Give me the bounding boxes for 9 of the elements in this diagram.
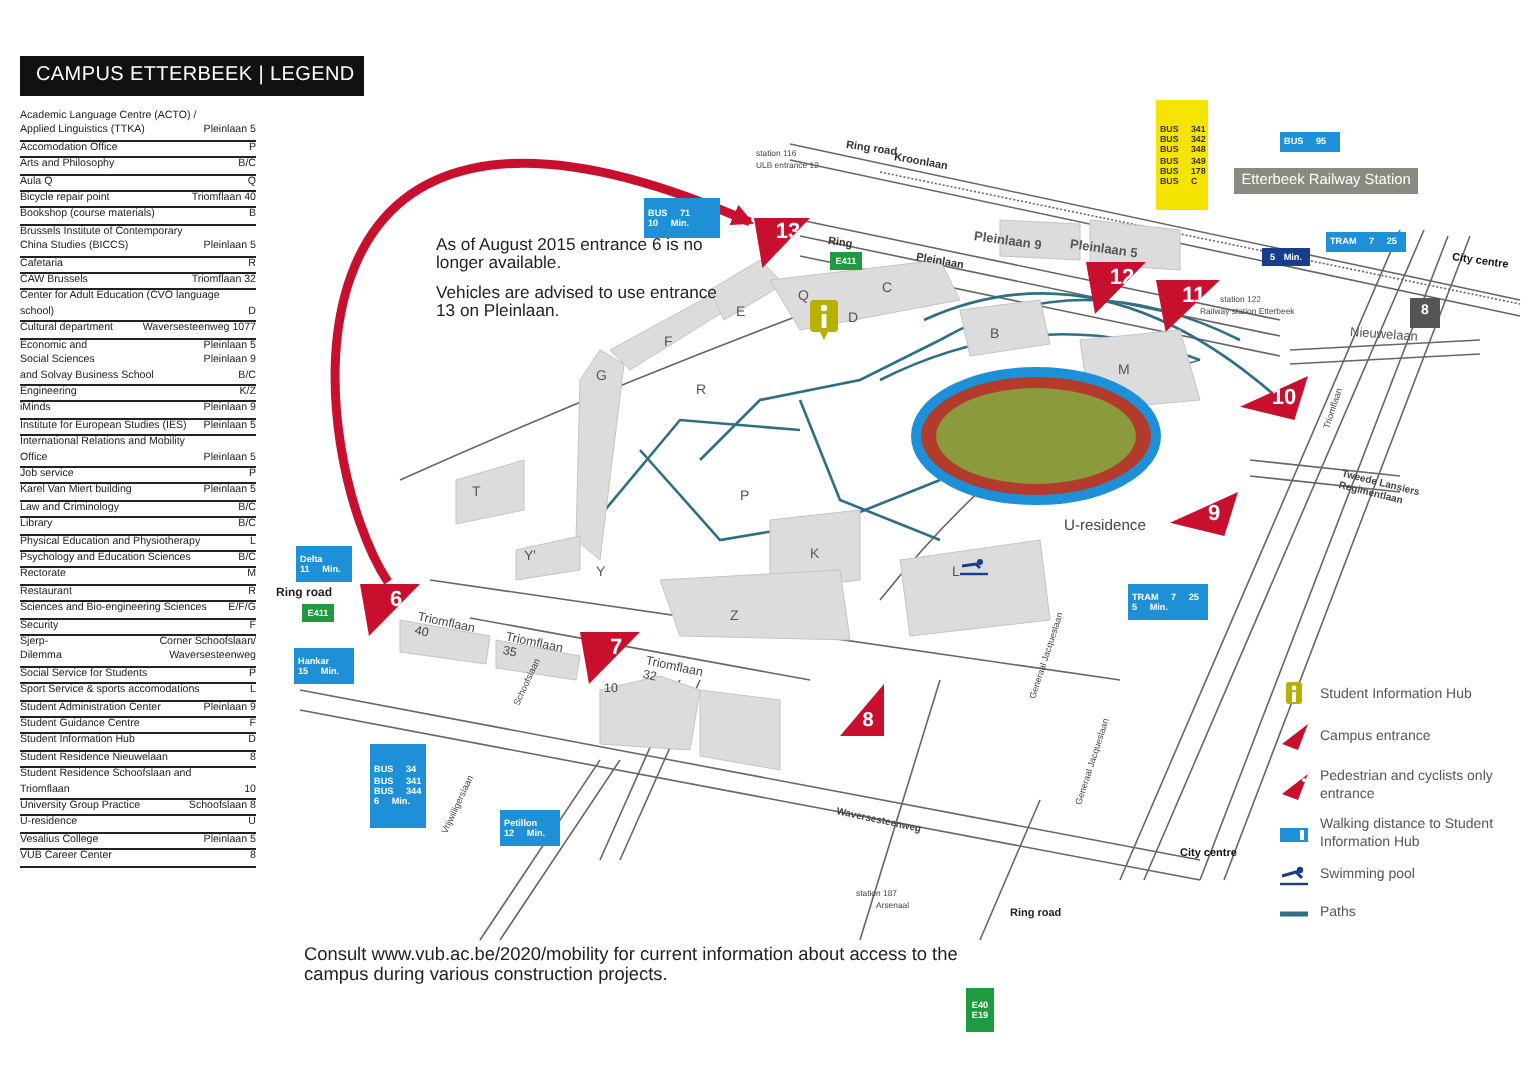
entrance-marker: 8 xyxy=(840,684,884,736)
arrow xyxy=(330,159,755,585)
note-text: Vehicles are advised to use entrance 13 on Pleinlaan. xyxy=(436,284,719,322)
entrance-marker: 10 xyxy=(1240,376,1308,420)
note-text: As of August 2015 entrance 6 is no longer available. xyxy=(436,236,705,274)
title-bar: CAMPUS ETTERBEEK | LEGEND xyxy=(20,56,364,96)
entrance-marker: 9 xyxy=(1170,492,1238,536)
note-text: Consult www.vub.ac.be/2020/mobility for current information about access to the campus during various construction projects. xyxy=(304,944,960,985)
entrance-marker: 7 xyxy=(580,632,640,684)
